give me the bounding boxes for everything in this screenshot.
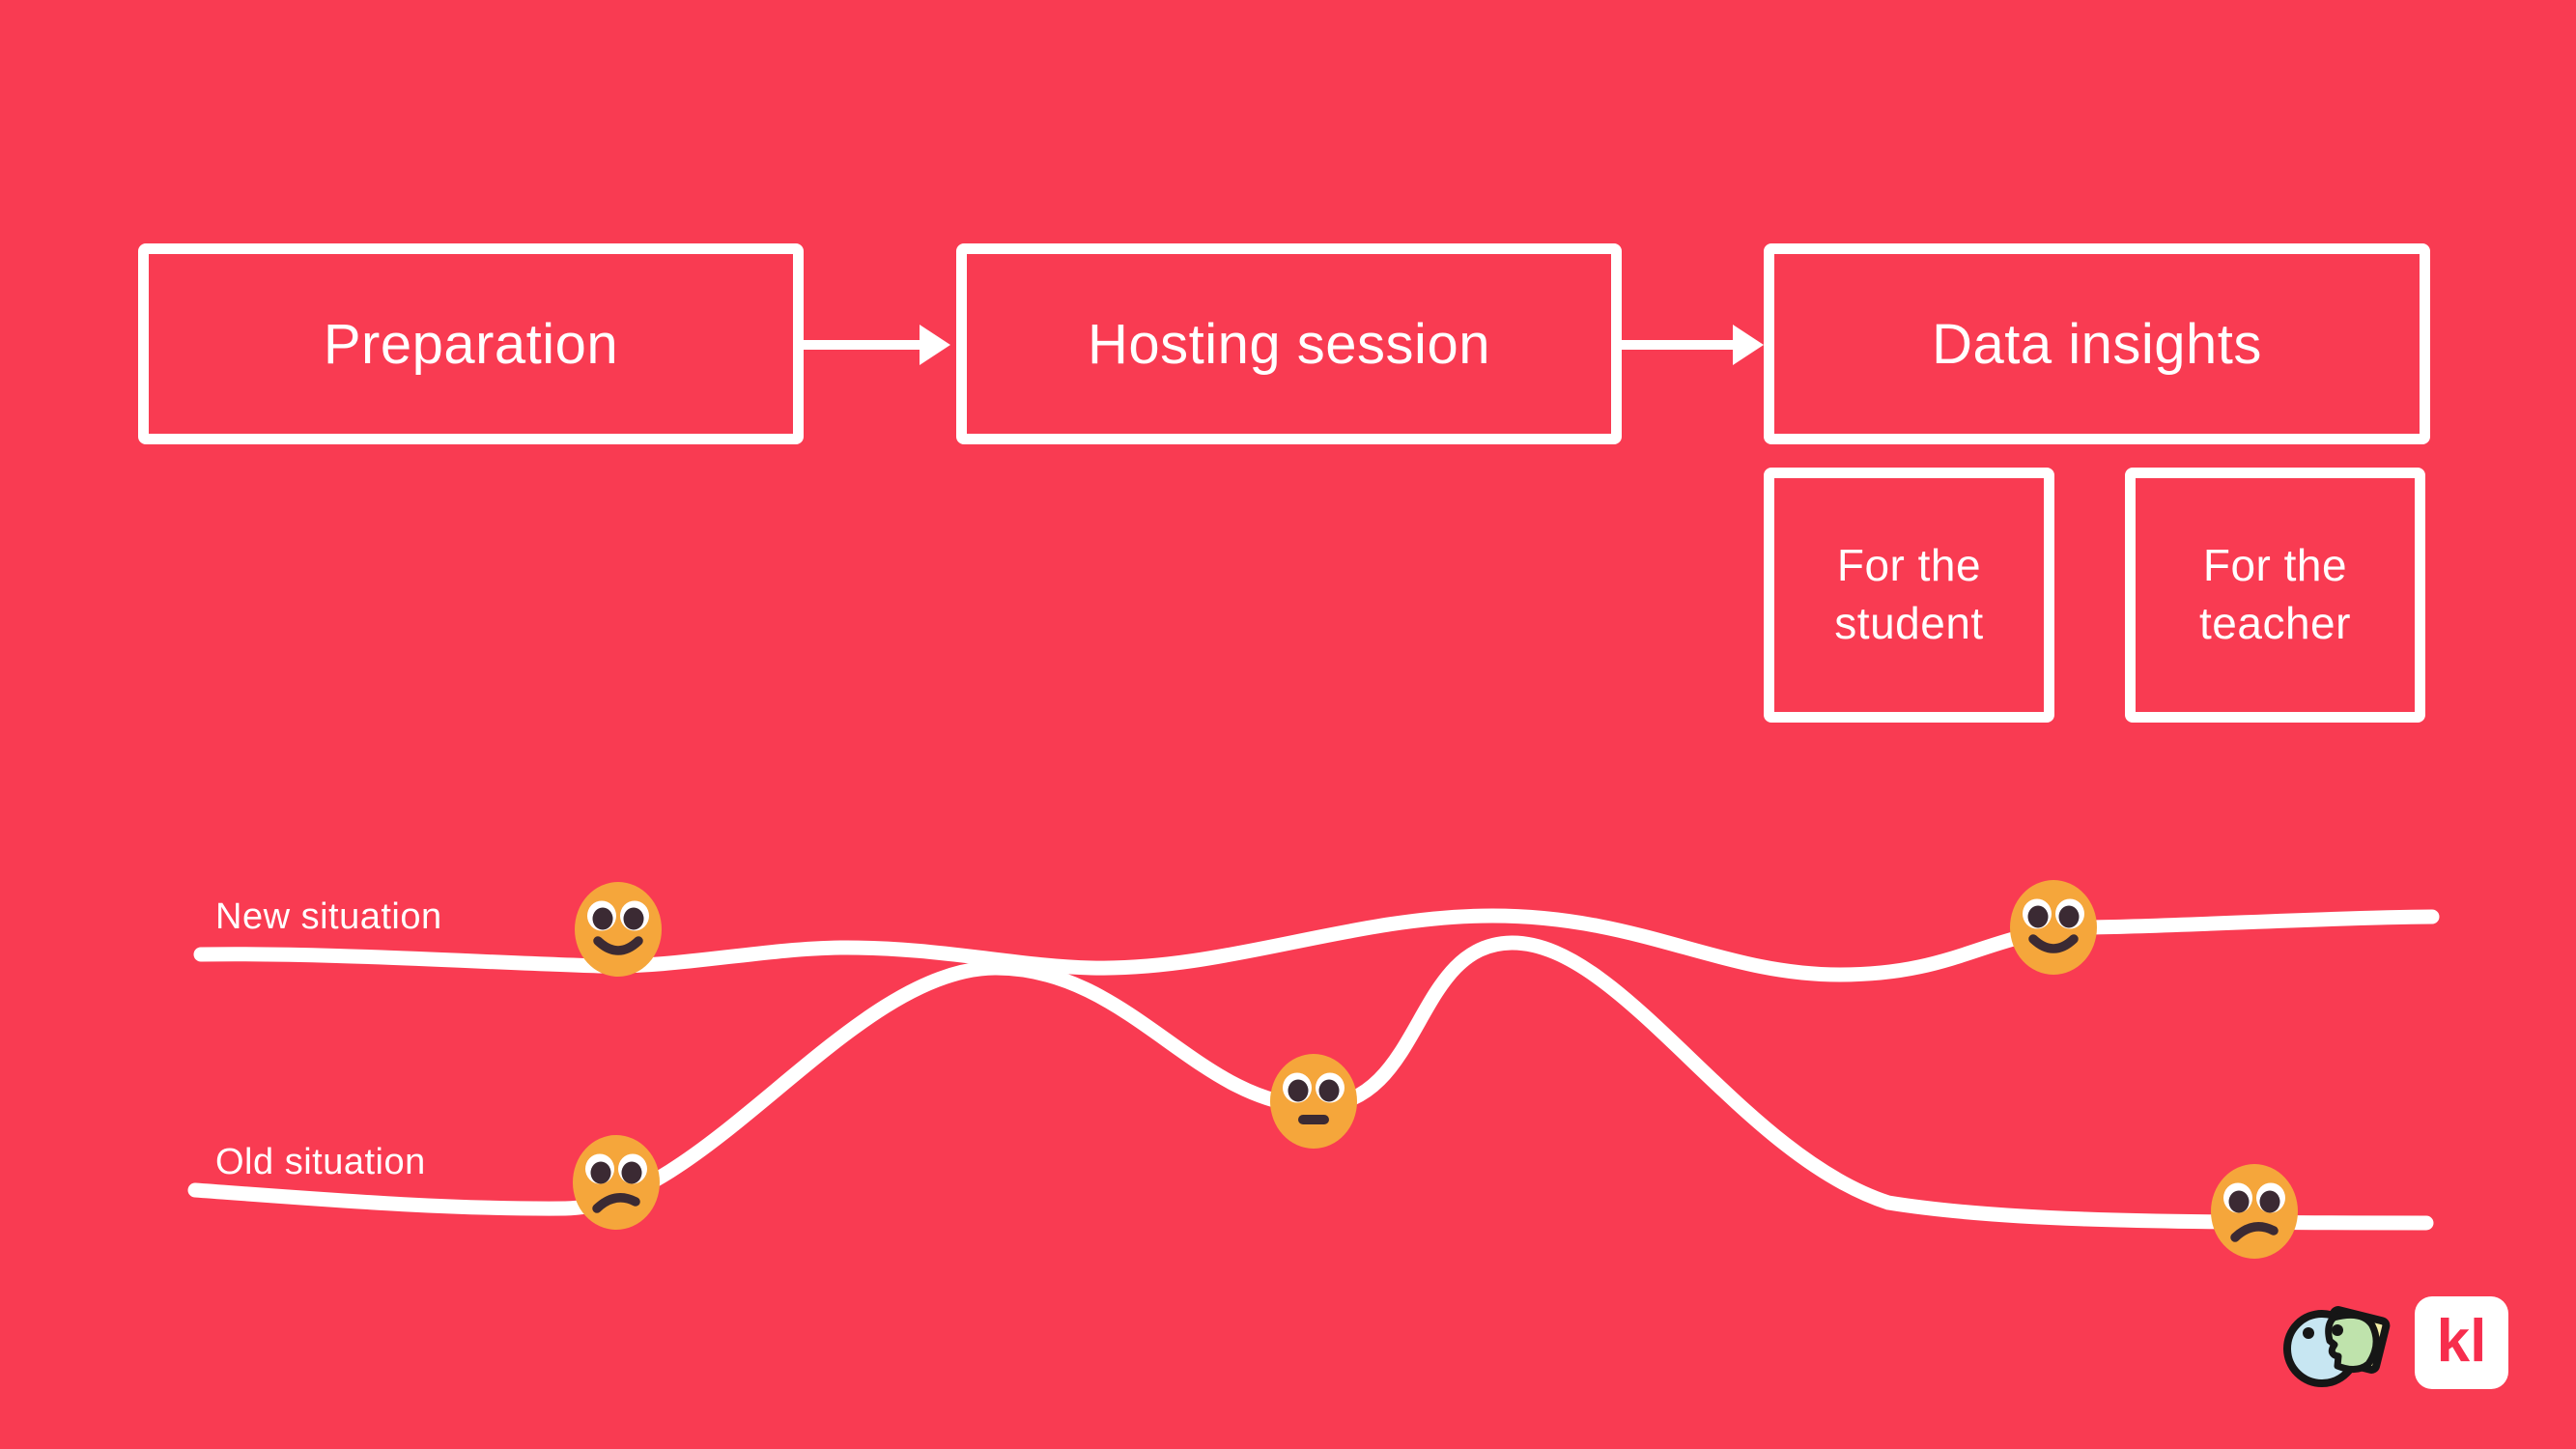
old-situation-label: Old situation <box>215 1142 426 1182</box>
kl-logo-text: kl <box>2436 1307 2487 1375</box>
new-situation-label: New situation <box>215 896 442 937</box>
flow-substep-for-the-student: For the student <box>1764 468 2054 723</box>
neutral-face-icon <box>1270 1054 1357 1149</box>
slightly-smiling-face-icon <box>2010 880 2097 975</box>
slightly-frowning-face-icon <box>2211 1164 2298 1259</box>
flow-step-hosting-session: Hosting session <box>956 243 1622 444</box>
slightly-frowning-face-icon <box>573 1135 660 1230</box>
arrow-preparation-to-hosting <box>804 325 950 365</box>
flow-substep-for-the-teacher: For the teacher <box>2125 468 2425 723</box>
klaxoon-mascot-with-note-icon <box>2283 1306 2391 1387</box>
flow-substep-label: For the student <box>1834 540 1984 648</box>
new-situation-line <box>193 908 2440 982</box>
flow-step-preparation: Preparation <box>138 243 804 444</box>
flow-step-label: Hosting session <box>1088 312 1490 376</box>
flow-step-label: Preparation <box>323 312 619 376</box>
flow-substep-label: For the teacher <box>2199 540 2351 648</box>
arrow-hosting-to-insights <box>1621 325 1764 365</box>
flow-step-label: Data insights <box>1932 312 2262 376</box>
kl-logo-badge: kl <box>2415 1296 2508 1389</box>
slightly-smiling-face-icon <box>575 882 662 977</box>
flow-step-data-insights: Data insights <box>1764 243 2430 444</box>
